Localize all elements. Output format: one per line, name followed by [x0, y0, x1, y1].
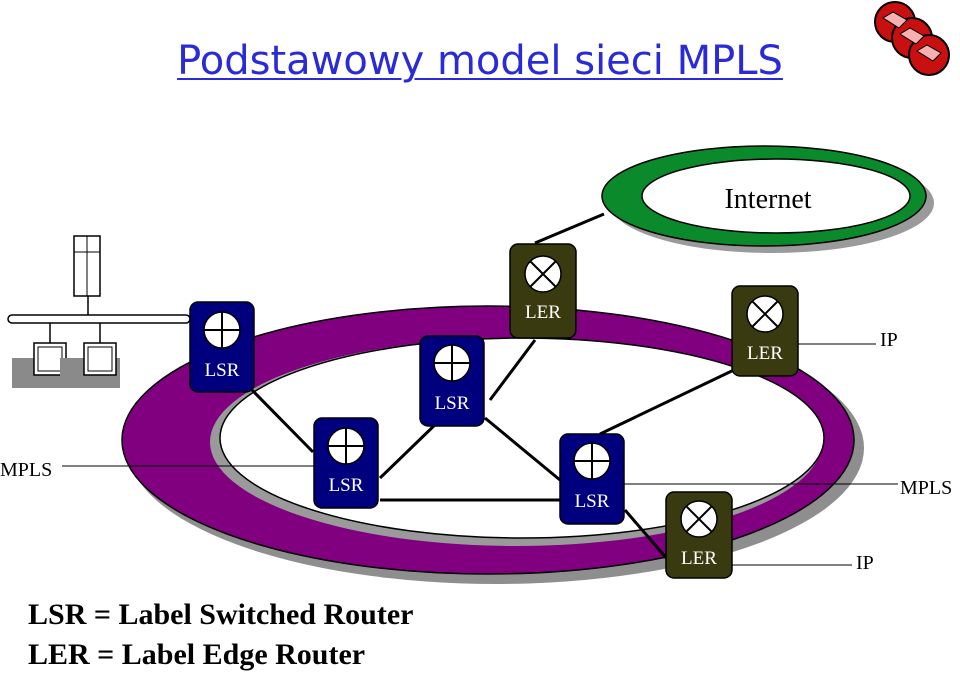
ler-label: LER: [525, 302, 561, 323]
links: [248, 212, 739, 561]
lsr-label: LSR: [435, 393, 470, 414]
workstation-icon: [60, 342, 120, 388]
ip-bottom-label: IP: [856, 552, 874, 574]
legend-lsr: LSR = Label Switched Router: [28, 598, 414, 631]
lsr-node: LSR: [189, 301, 255, 393]
ler-router-icon: [746, 295, 784, 333]
lsr-router-icon: [573, 442, 611, 480]
ler-label: LER: [681, 548, 717, 569]
link-ler1-internet: [534, 212, 605, 245]
server-icon: [73, 235, 101, 297]
logo-icon: [874, 1, 950, 76]
slide-title: Podstawowy model sieci MPLS: [177, 38, 783, 84]
link-lsr2-ler1: [488, 339, 537, 401]
ler-node: LER: [509, 243, 577, 339]
ler-label: LER: [747, 343, 783, 364]
lsr-node: LSR: [313, 417, 379, 509]
lsr-router-icon: [433, 344, 471, 382]
lsr-node: LSR: [559, 433, 625, 525]
internet-cloud: Internet: [601, 145, 934, 253]
internet-label: Internet: [724, 184, 811, 215]
mpls-left-label: MPLS: [0, 459, 52, 481]
link-lsr3-lsr2: [378, 418, 442, 480]
lan-segment: [7, 235, 191, 388]
link-lsr4-ler3: [623, 509, 670, 561]
link-lsr2-lsr4: [484, 416, 561, 482]
lsr-node: LSR: [419, 335, 485, 427]
lsr-label: LSR: [205, 360, 240, 381]
lsr-router-icon: [327, 427, 365, 465]
ler-node: LER: [665, 491, 733, 579]
callouts: [62, 343, 898, 566]
ler-router-icon: [680, 500, 718, 538]
ler-router-icon: [524, 255, 562, 293]
lsr-label: LSR: [329, 475, 364, 496]
lsr-label: LSR: [575, 491, 610, 512]
link-lsr1-lsr3: [248, 386, 315, 454]
legend-ler: LER = Label Edge Router: [28, 638, 366, 671]
mpls-right-label: MPLS: [900, 477, 952, 499]
ler-node: LER: [731, 285, 799, 377]
ip-top-label: IP: [880, 329, 898, 351]
lsr-router-icon: [203, 311, 241, 349]
link-lsr4-ler2: [599, 366, 739, 436]
workstation-icon: [12, 342, 67, 388]
